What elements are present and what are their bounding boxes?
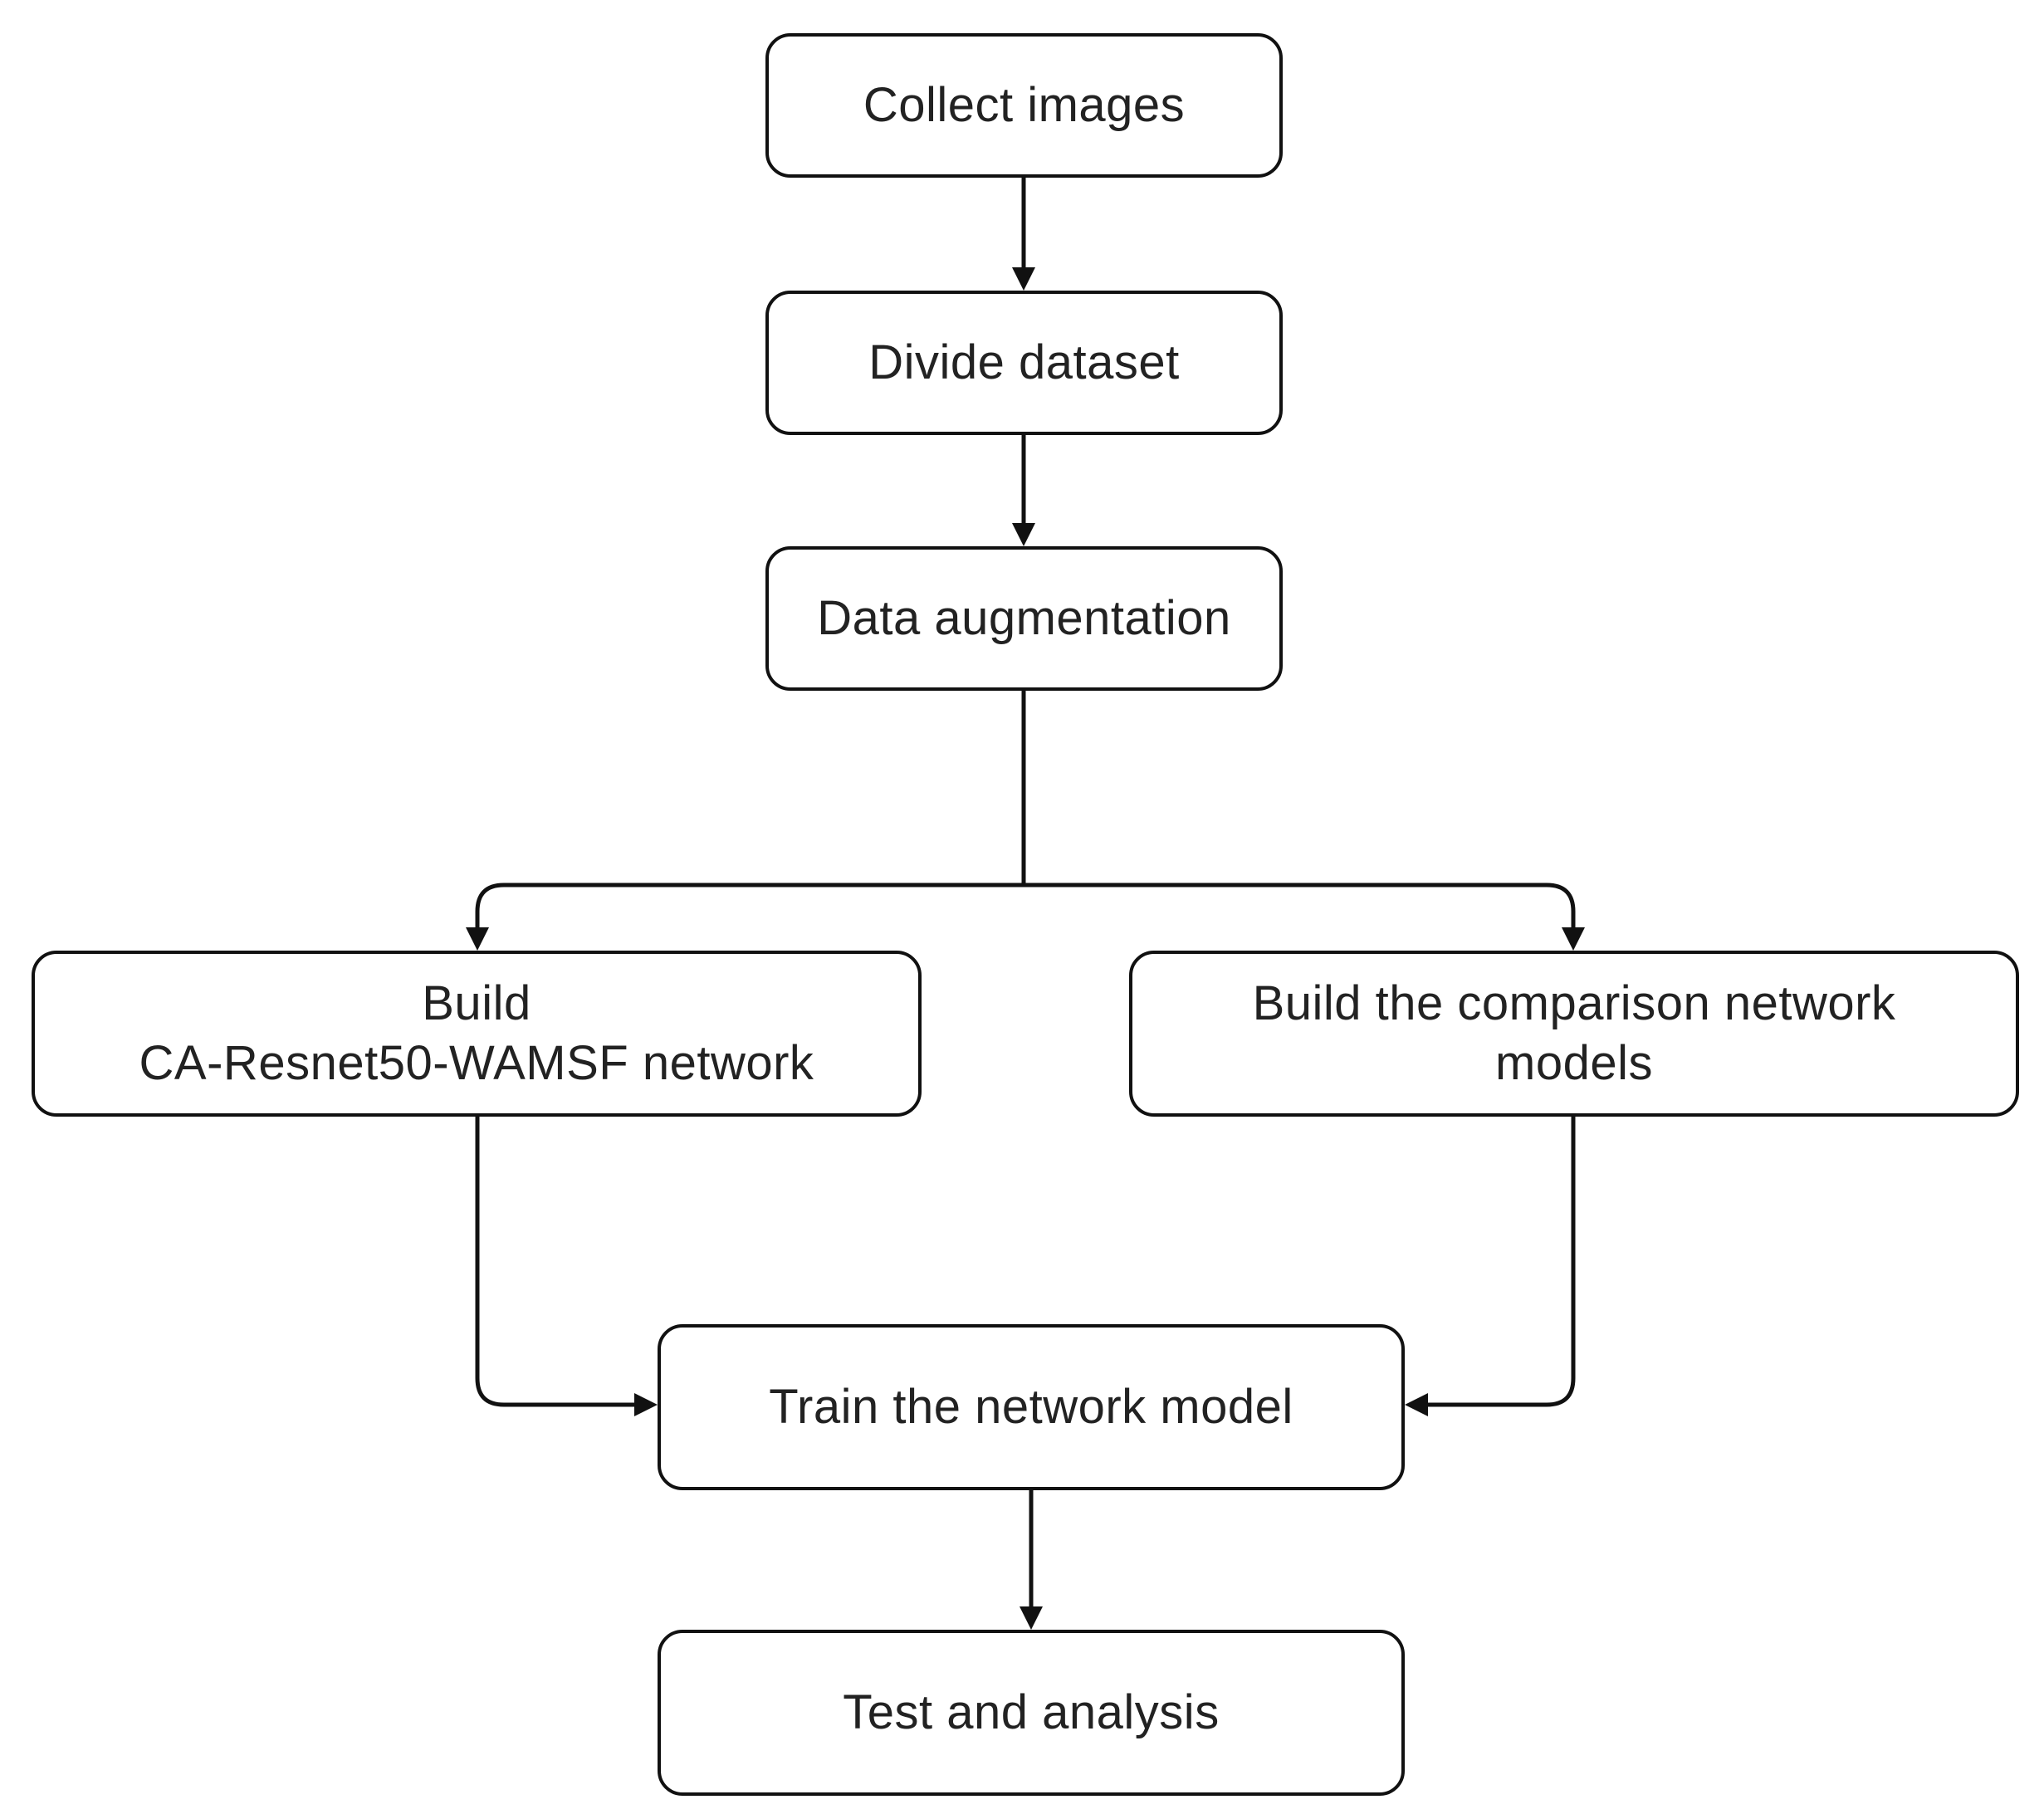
node-label-line2: CA-Resnet50-WAMSF network bbox=[139, 1036, 814, 1090]
arrowhead bbox=[1562, 927, 1585, 951]
node-label: Collect images bbox=[863, 78, 1186, 132]
connector-line bbox=[1423, 1117, 1576, 1407]
node-label: Divide dataset bbox=[868, 335, 1180, 389]
connector-line bbox=[475, 1117, 639, 1407]
node-train-network-model: Train the network model bbox=[658, 1324, 1405, 1490]
node-label-line1: Build the comparison network bbox=[1252, 976, 1896, 1030]
edge-build-ca-to-train bbox=[475, 1117, 658, 1416]
arrowhead bbox=[1405, 1393, 1428, 1416]
arrowhead bbox=[1012, 523, 1035, 546]
node-label: Train the network model bbox=[769, 1380, 1293, 1434]
arrowhead bbox=[1012, 267, 1035, 291]
node-divide-dataset: Divide dataset bbox=[765, 291, 1283, 435]
connector-branch-right bbox=[1024, 883, 1576, 930]
node-build-comparison-models: Build the comparison network models bbox=[1129, 951, 2019, 1117]
edge-divide-to-augment bbox=[1012, 435, 1035, 546]
edge-train-to-test bbox=[1020, 1490, 1043, 1630]
node-label-line2: models bbox=[1495, 1036, 1653, 1090]
edge-collect-to-divide bbox=[1012, 178, 1035, 291]
arrowhead bbox=[466, 927, 489, 951]
node-data-augmentation: Data augmentation bbox=[765, 546, 1283, 691]
edge-augment-to-builds bbox=[466, 691, 1585, 951]
arrowhead bbox=[1020, 1606, 1043, 1630]
node-label: Test and analysis bbox=[843, 1685, 1220, 1739]
edge-build-cmp-to-train bbox=[1405, 1117, 1576, 1416]
node-test-and-analysis: Test and analysis bbox=[658, 1630, 1405, 1796]
node-label: Data augmentation bbox=[817, 591, 1231, 645]
node-collect-images: Collect images bbox=[765, 33, 1283, 178]
node-label-line1: Build bbox=[422, 976, 531, 1030]
connector-branch-left bbox=[475, 883, 1024, 930]
arrowhead bbox=[634, 1393, 658, 1416]
node-build-ca-resnet50-wamsf: Build CA-Resnet50-WAMSF network bbox=[32, 951, 922, 1117]
